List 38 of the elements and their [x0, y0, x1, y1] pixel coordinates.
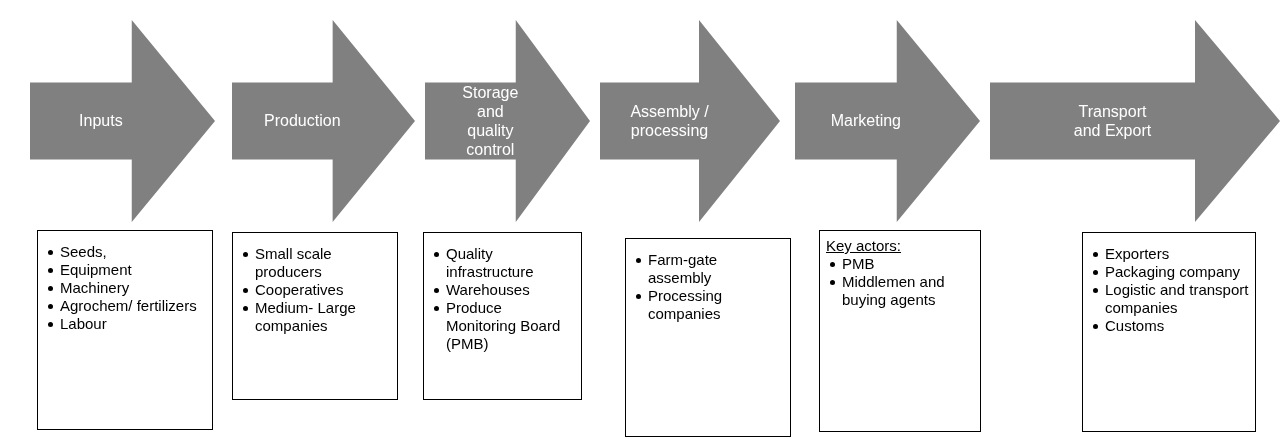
stage-label: Transport and Export: [1072, 102, 1153, 140]
stage-header: [795, 20, 980, 222]
stage-label: Storage and quality control: [461, 83, 520, 159]
list-item: PMB: [842, 255, 875, 272]
actor-box: [1082, 232, 1256, 432]
list-item: Middlemen and buying agents: [842, 273, 945, 308]
actor-box: [37, 230, 213, 430]
list-item: Exporters: [1105, 245, 1170, 262]
list-item: Logistic and transport companies: [1105, 281, 1249, 316]
list-item: Packaging company: [1105, 263, 1241, 280]
list-heading: Key actors:: [826, 237, 902, 255]
actor-box: [232, 232, 398, 400]
list-item: Farm-gate assembly: [648, 251, 718, 286]
stage-header: [990, 20, 1280, 222]
list-item: Warehouses: [446, 281, 530, 298]
stage-header: [425, 20, 590, 222]
stage-label: Marketing: [830, 111, 901, 131]
list-item: Equipment: [60, 261, 132, 278]
stage-label: Assembly / processing: [629, 102, 710, 140]
list-item: Machinery: [60, 279, 130, 296]
list-item: Processing companies: [648, 287, 723, 322]
list-item: Produce Monitoring Board (PMB): [446, 299, 561, 352]
stage-label: Production: [264, 111, 341, 131]
list-item: Small scale producers: [255, 245, 332, 280]
list-item: Agrochem/ fertilizers: [60, 297, 197, 314]
actor-box: [625, 238, 791, 437]
list-item: Medium- Large companies: [255, 299, 356, 334]
list-item: Cooperatives: [255, 281, 344, 298]
list-item: Quality infrastructure: [446, 245, 534, 280]
list-item: Seeds,: [60, 243, 107, 260]
list-item: Labour: [60, 315, 107, 332]
stage-header: [30, 20, 215, 222]
actor-box: [423, 232, 582, 400]
stage-label: Inputs: [79, 111, 123, 131]
list-item: Customs: [1105, 317, 1165, 334]
stage-header: [600, 20, 780, 222]
actor-box: [819, 230, 981, 432]
stage-header: [232, 20, 415, 222]
